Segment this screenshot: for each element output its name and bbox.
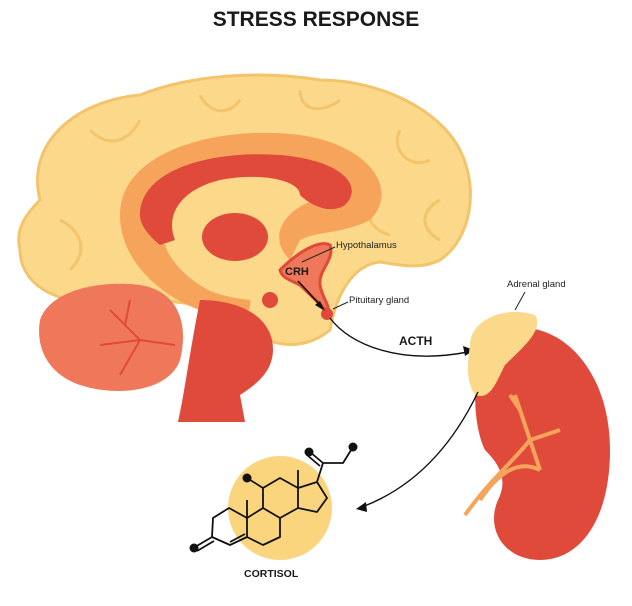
cortisol-molecule xyxy=(194,446,354,552)
hypothalamus xyxy=(278,242,333,315)
pituitary-gland-label: Pituitary gland xyxy=(349,295,410,306)
corpus-callosum xyxy=(140,154,352,245)
cingulate-gyrus xyxy=(120,132,382,315)
cortisol-arrow xyxy=(361,391,479,508)
molecule-background xyxy=(228,456,332,560)
hypothalamus-leader-line xyxy=(301,246,336,263)
adrenal-leader-line xyxy=(514,291,526,311)
thalamus xyxy=(202,213,268,261)
acth-arrowhead xyxy=(463,346,474,356)
cerebellum xyxy=(39,283,184,392)
page-title: STRESS RESPONSE xyxy=(212,8,420,31)
acth-label: ACTH xyxy=(399,334,433,348)
hypothalamus-label: Hypothalamus xyxy=(336,240,397,251)
mammillary-body xyxy=(262,292,278,308)
fornix xyxy=(155,243,251,310)
pituitary-leader-line xyxy=(332,301,349,310)
cortisol-arrowhead xyxy=(356,502,367,512)
acth-arrow xyxy=(329,317,469,357)
molecule-atoms xyxy=(189,442,358,553)
cerebellum-branches xyxy=(99,299,176,376)
adrenal-gland xyxy=(467,311,538,396)
crh-label: CRH xyxy=(285,266,309,278)
crh-arrowhead xyxy=(315,301,325,311)
kidney xyxy=(475,327,610,560)
brainstem xyxy=(178,300,273,422)
pituitary-gland xyxy=(321,308,333,320)
kidney-vessels xyxy=(463,393,561,517)
adrenal-gland-label: Adrenal gland xyxy=(507,279,566,290)
cortisol-label: CORTISOL xyxy=(244,568,299,580)
